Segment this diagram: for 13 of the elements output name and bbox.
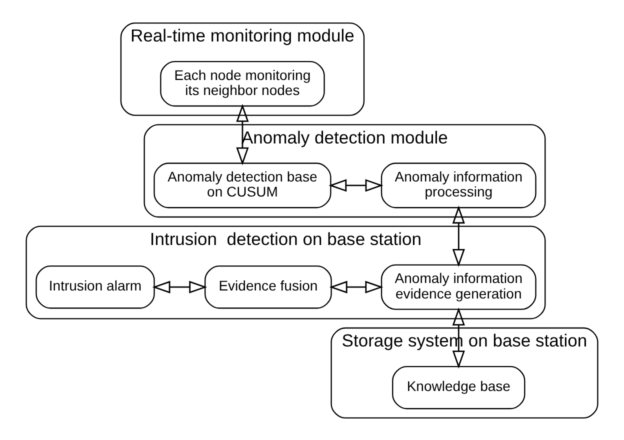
arrow — [152, 280, 208, 293]
node-box: Evidence fusion — [204, 264, 332, 308]
arrow — [328, 178, 384, 192]
node-box: Anomaly detection base on CUSUM — [154, 162, 332, 208]
node-box: Knowledge base — [392, 365, 526, 409]
node-box: Each node monitoring its neighbor nodes — [160, 60, 325, 106]
node-box: Anomaly information evidence generation — [380, 264, 536, 310]
node-box: Intrusion alarm — [36, 264, 155, 308]
arrow — [236, 103, 249, 165]
node-box: Anomaly information processing — [380, 162, 536, 208]
arrow — [452, 205, 465, 267]
arrow — [452, 306, 465, 368]
arrow — [329, 280, 384, 293]
